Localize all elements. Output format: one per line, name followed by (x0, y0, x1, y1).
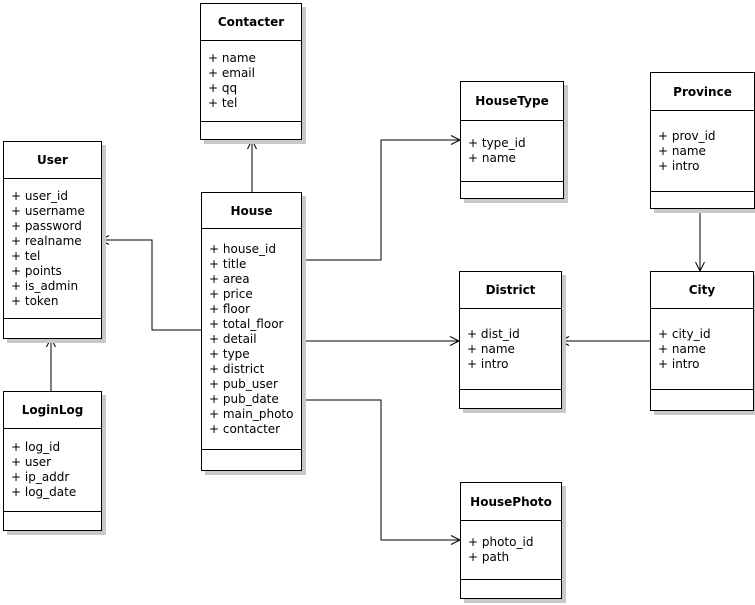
attribute-row: + floor (209, 301, 251, 316)
entity-attributes: + photo_id+ path (461, 521, 561, 579)
entity-user[interactable]: User + user_id+ username+ password+ real… (3, 141, 102, 339)
entity-house[interactable]: House + house_id+ title+ area+ price+ fl… (201, 192, 302, 471)
attribute-row: + points (11, 263, 62, 278)
entity-title: User (4, 142, 101, 179)
entity-contacter[interactable]: Contacter + name+ email+ qq+ tel (200, 3, 302, 140)
entity-operations-empty (4, 318, 101, 338)
attribute-row: + city_id (658, 326, 711, 341)
attribute-row: + name (468, 151, 516, 165)
entity-housephoto[interactable]: HousePhoto + photo_id+ path (460, 482, 562, 599)
attribute-row: + house_id (209, 241, 277, 256)
entity-title: HouseType (461, 82, 563, 121)
attribute-row: + token (11, 293, 59, 308)
attribute-row: + user_id (11, 188, 68, 203)
entity-title: District (460, 272, 561, 309)
entity-operations-empty (461, 181, 563, 198)
attribute-row: + photo_id (468, 535, 534, 549)
attribute-row: + name (467, 341, 515, 356)
attribute-row: + title (209, 256, 247, 271)
entity-operations-empty (461, 579, 561, 598)
entity-title: LoginLog (4, 392, 101, 429)
attribute-row: + pub_date (209, 391, 279, 406)
entity-province[interactable]: Province + prov_id+ name+ intro (650, 72, 755, 209)
attribute-row: + is_admin (11, 278, 79, 293)
entity-operations-empty (202, 449, 301, 470)
attribute-row: + name (658, 341, 706, 356)
attribute-row: + password (11, 218, 82, 233)
attribute-row: + tel (208, 96, 238, 110)
attribute-row: + prov_id (658, 128, 716, 143)
entity-attributes: + name+ email+ qq+ tel (201, 41, 301, 121)
entity-operations-empty (4, 511, 101, 530)
attribute-row: + district (209, 361, 265, 376)
attribute-row: + main_photo (209, 406, 294, 421)
entity-attributes: + prov_id+ name+ intro (651, 111, 754, 191)
attribute-row: + user (11, 455, 52, 469)
entity-city[interactable]: City + city_id+ name+ intro (650, 271, 754, 411)
attribute-row: + email (208, 66, 255, 80)
relation-house-housetype[interactable] (300, 135, 462, 261)
entity-attributes: + type_id+ name (461, 121, 563, 181)
attribute-row: + contacter (209, 421, 281, 436)
attribute-row: + realname (11, 233, 82, 248)
entity-loginlog[interactable]: LoginLog + log_id+ user+ ip_addr+ log_da… (3, 391, 102, 531)
attribute-row: + intro (467, 356, 509, 371)
attribute-row: + total_floor (209, 316, 284, 331)
attribute-row: + type_id (468, 136, 526, 150)
attribute-row: + type (209, 346, 250, 361)
entity-attributes: + log_id+ user+ ip_addr+ log_date (4, 429, 101, 511)
entity-operations-empty (201, 121, 301, 139)
attribute-row: + intro (658, 356, 700, 371)
entity-attributes: + house_id+ title+ area+ price+ floor+ t… (202, 229, 301, 449)
entity-title: City (651, 272, 753, 309)
attribute-row: + username (11, 203, 85, 218)
attribute-row: + name (658, 143, 706, 158)
attribute-row: + area (209, 271, 250, 286)
attribute-row: + detail (209, 331, 257, 346)
attribute-row: + ip_addr (11, 470, 70, 484)
entity-operations-empty (651, 191, 754, 208)
relation-house-housephoto[interactable] (300, 399, 462, 545)
entity-title: Province (651, 73, 754, 111)
entity-title: House (202, 193, 301, 229)
attribute-row: + pub_user (209, 376, 278, 391)
attribute-row: + qq (208, 81, 238, 95)
entity-housetype[interactable]: HouseType + type_id+ name (460, 81, 564, 199)
entity-district[interactable]: District + dist_id+ name+ intro (459, 271, 562, 409)
attribute-row: + path (468, 550, 510, 564)
entity-title: Contacter (201, 4, 301, 41)
attribute-row: + price (209, 286, 253, 301)
attribute-row: + dist_id (467, 326, 520, 341)
attribute-row: + log_date (11, 485, 77, 499)
entity-title: HousePhoto (461, 483, 561, 521)
entity-operations-empty (651, 389, 753, 410)
attribute-row: + log_id (11, 440, 61, 454)
attribute-row: + intro (658, 158, 700, 173)
attribute-row: + tel (11, 248, 41, 263)
entity-operations-empty (460, 389, 561, 408)
entity-attributes: + city_id+ name+ intro (651, 309, 753, 389)
entity-attributes: + user_id+ username+ password+ realname+… (4, 179, 101, 318)
attribute-row: + name (208, 51, 256, 65)
relation-house-user[interactable] (98, 235, 201, 331)
entity-attributes: + dist_id+ name+ intro (460, 309, 561, 389)
